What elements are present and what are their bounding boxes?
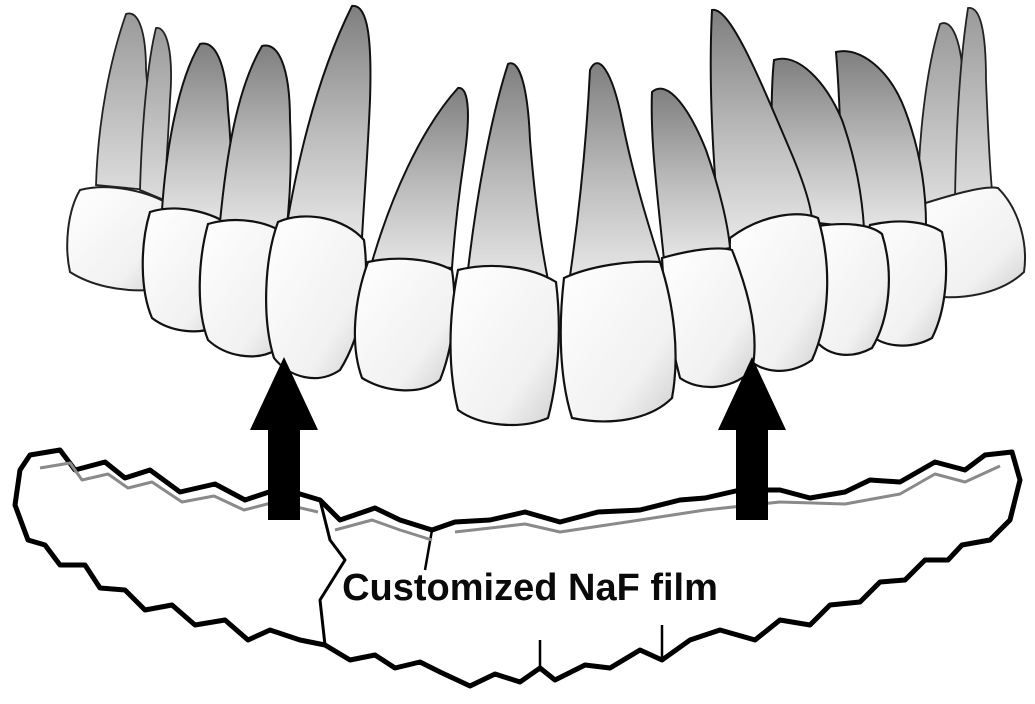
upper-dental-arch [66, 4, 1026, 427]
arrow-up-right [718, 357, 786, 520]
film-label: Customized NaF film [342, 567, 718, 609]
tooth-left-canine [265, 4, 372, 380]
tooth-left-central-incisor [449, 62, 560, 427]
tooth-left-lateral-incisor [353, 87, 469, 392]
tooth-right-central-incisor [559, 62, 677, 423]
tooth-right-lateral-incisor [650, 87, 756, 389]
arrow-up-left [250, 357, 318, 520]
naf-film-tray: Customized NaF film [12, 447, 1023, 689]
